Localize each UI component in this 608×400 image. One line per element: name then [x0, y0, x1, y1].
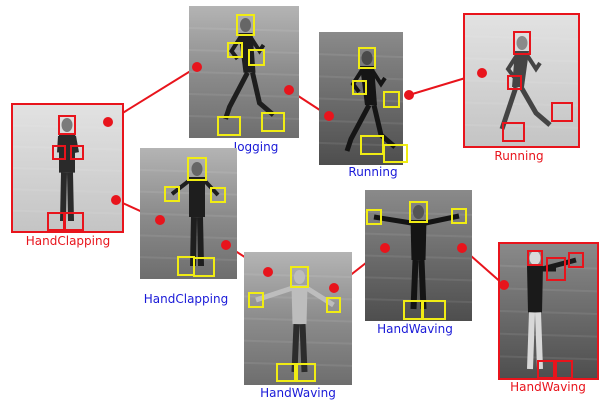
- link-endpoint-dot: [263, 267, 273, 277]
- joint-box: [248, 292, 264, 308]
- joint-box: [64, 212, 84, 231]
- link-endpoint-dot: [284, 85, 294, 95]
- reference-frame-border: [11, 103, 124, 233]
- joint-box: [290, 266, 309, 288]
- link-endpoint-dot: [103, 117, 113, 127]
- frame-label: HandWaving: [260, 386, 336, 400]
- frame-handclapping-ref: HandClapping: [11, 103, 124, 248]
- joint-box: [187, 157, 207, 181]
- joint-box: [210, 187, 226, 203]
- link-endpoint-dot: [380, 243, 390, 253]
- joint-box: [527, 250, 543, 266]
- frame-label: Running: [348, 165, 397, 179]
- joint-box: [513, 31, 531, 55]
- joint-box: [383, 91, 400, 108]
- person-silhouette: [255, 270, 335, 373]
- frame-jogging: Jogging: [188, 6, 300, 154]
- joint-box: [553, 360, 573, 379]
- link-endpoint-dot: [329, 283, 339, 293]
- frame-handwaving-query-2: HandWaving: [364, 190, 473, 336]
- link-endpoint-dot: [111, 195, 121, 205]
- frame-label: HandWaving: [510, 380, 586, 394]
- link-endpoint-dot: [499, 280, 509, 290]
- frame-label: Running: [494, 149, 543, 163]
- joint-box: [358, 47, 376, 69]
- joint-box: [451, 208, 467, 224]
- joint-box: [276, 363, 296, 382]
- joint-box: [70, 145, 84, 160]
- joint-box: [217, 116, 241, 136]
- joint-box: [568, 252, 584, 268]
- frame-handwaving-query-1: HandWaving: [243, 252, 353, 400]
- joint-box: [366, 209, 382, 225]
- frame-label: Jogging: [233, 140, 279, 154]
- frame-handclapping-query: HandClapping: [139, 148, 238, 306]
- frame-label: HandClapping: [26, 234, 110, 248]
- joint-box: [422, 300, 446, 320]
- link-endpoint-dot: [324, 111, 334, 121]
- link-endpoint-dot: [192, 62, 202, 72]
- joint-box: [52, 145, 66, 160]
- joint-box: [296, 363, 316, 382]
- link-endpoint-dot: [457, 243, 467, 253]
- joint-box: [236, 14, 255, 36]
- joint-box: [551, 102, 573, 122]
- link-endpoint-dot: [221, 240, 231, 250]
- joint-box: [409, 201, 428, 223]
- link-endpoint-dot: [155, 215, 165, 225]
- joint-box: [326, 297, 341, 313]
- joint-box: [507, 75, 522, 90]
- joint-box: [537, 360, 557, 379]
- joint-box: [546, 257, 566, 281]
- joint-box: [261, 112, 285, 132]
- frame-label: HandWaving: [377, 322, 453, 336]
- link-endpoint-dot: [404, 90, 414, 100]
- frame-label: HandClapping: [144, 292, 228, 306]
- joint-box: [58, 115, 76, 135]
- frame-running-query: Running: [318, 32, 408, 179]
- joint-box: [248, 49, 265, 66]
- frame-running-ref: Running: [463, 13, 580, 163]
- joint-box: [227, 42, 243, 58]
- joint-box: [193, 257, 215, 277]
- joint-box: [383, 144, 408, 163]
- joint-box: [352, 80, 367, 95]
- joint-box: [164, 186, 180, 202]
- link-endpoint-dot: [477, 68, 487, 78]
- joint-box: [502, 122, 525, 142]
- person-silhouette: [499, 36, 552, 130]
- reference-frame-border: [463, 13, 580, 148]
- frame-handwaving-ref: HandWaving: [498, 242, 599, 394]
